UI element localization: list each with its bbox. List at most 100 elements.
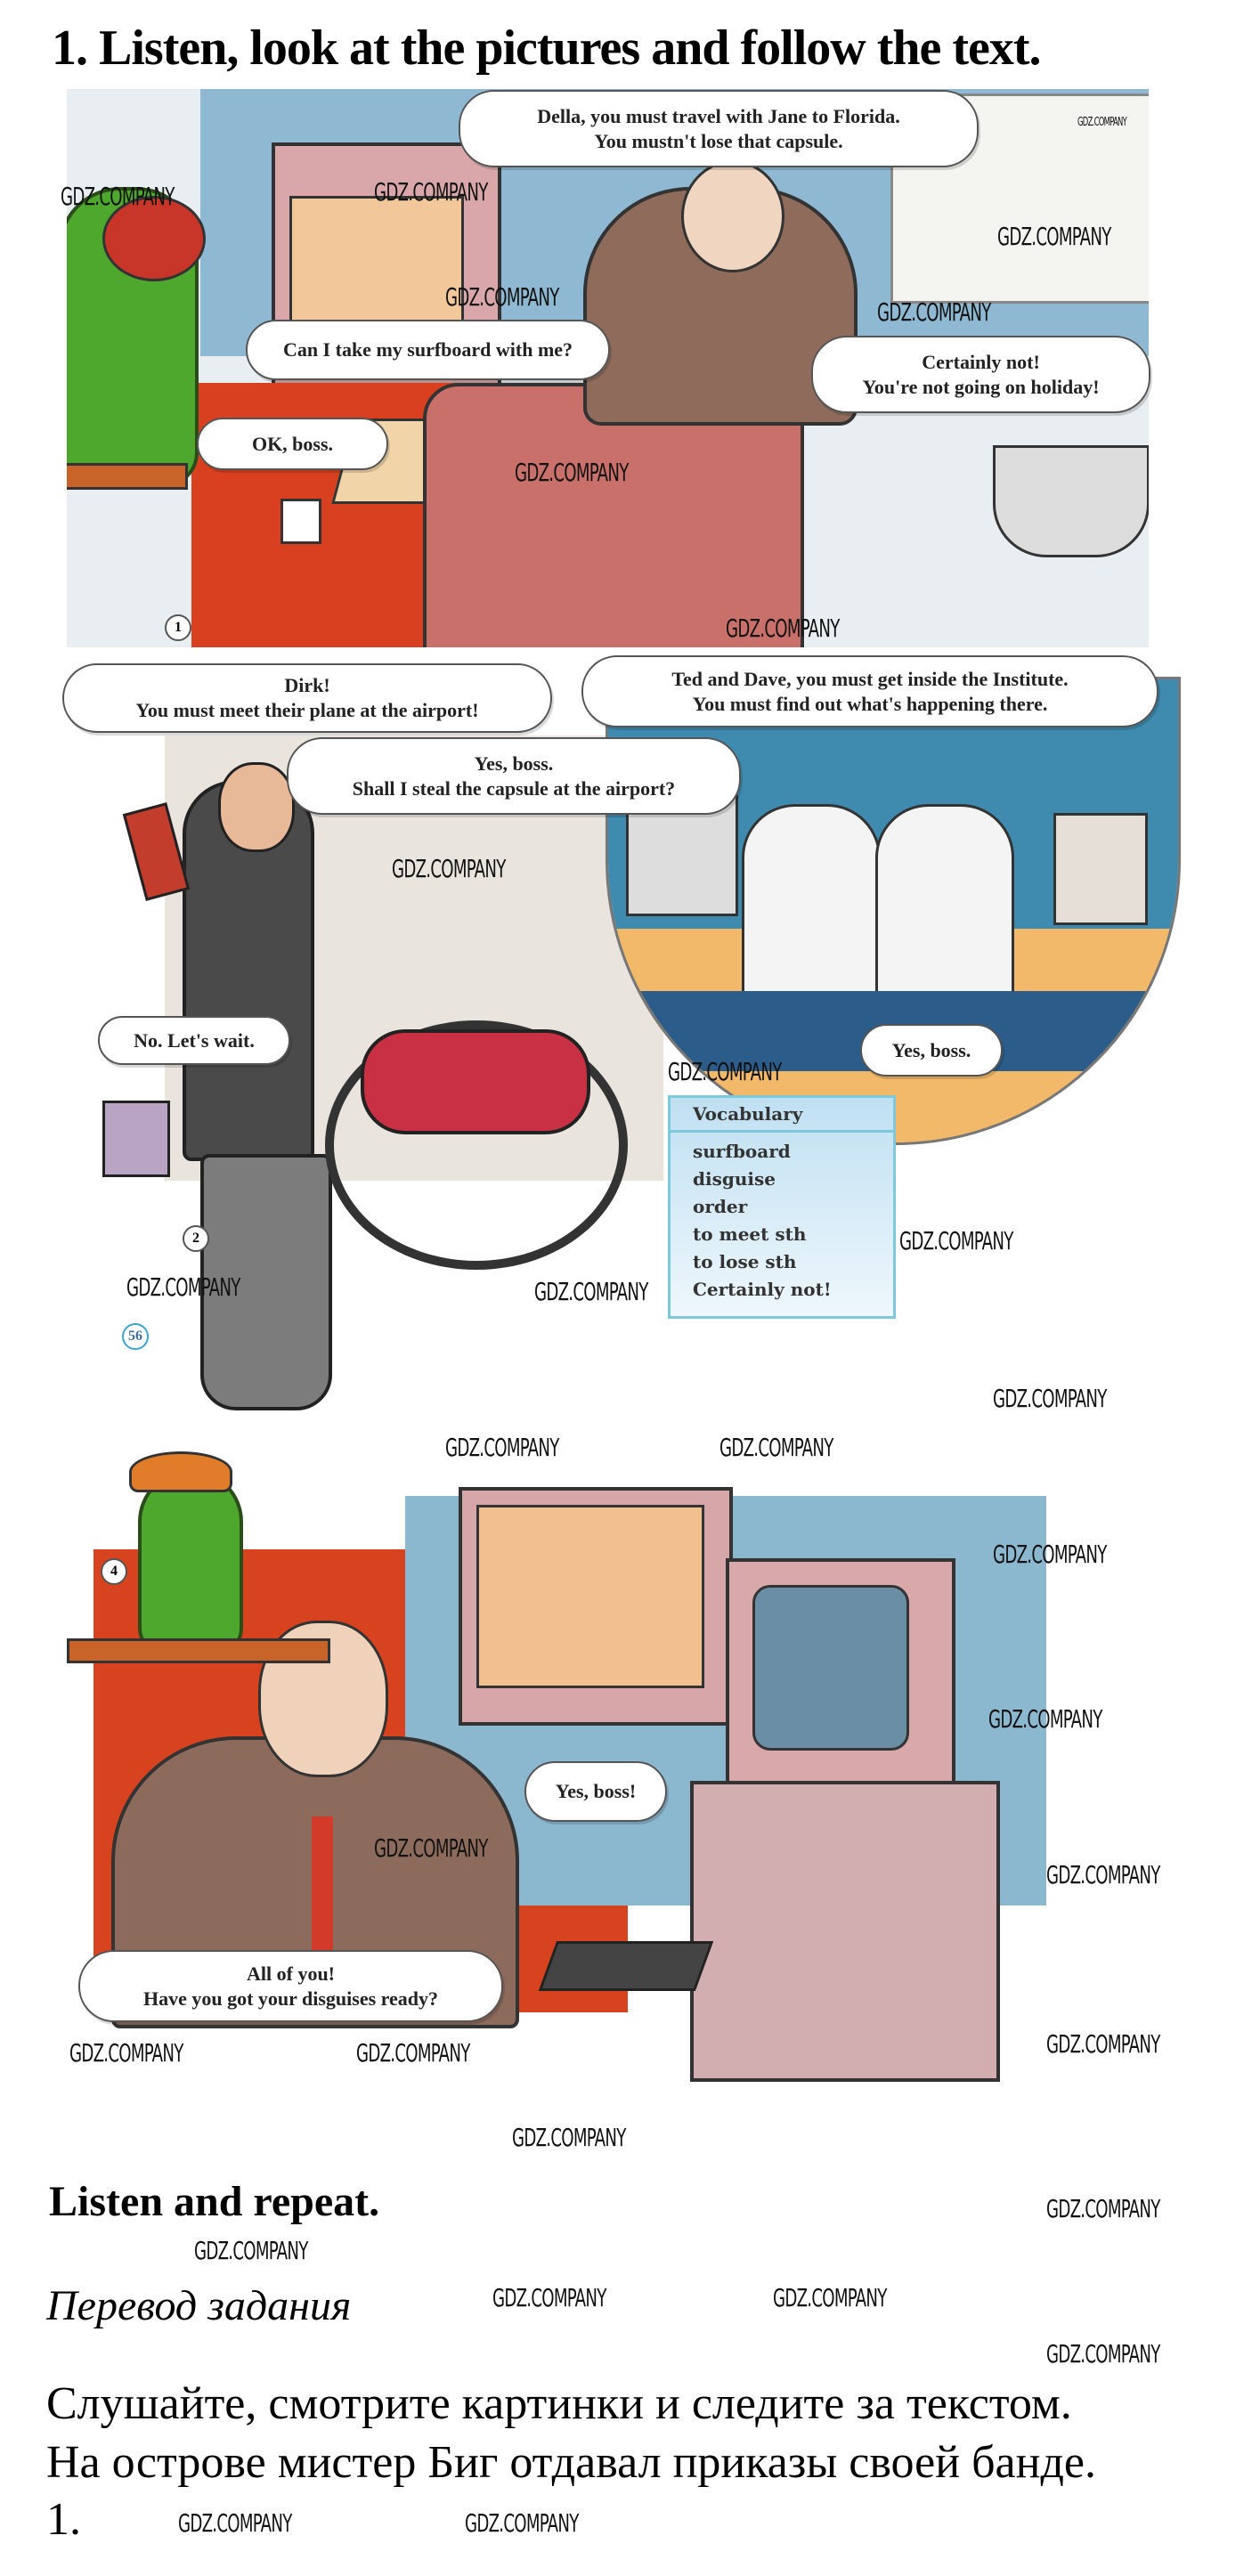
listen-repeat-heading: Listen and repeat. xyxy=(49,2178,380,2225)
watermark: GDZ.COMPANY xyxy=(719,1433,833,1462)
translation-line: 1. xyxy=(46,2494,81,2545)
bubble-line: All of you! xyxy=(247,1962,335,1985)
vocabulary-item: surfboard xyxy=(693,1141,791,1162)
bubble-line: Yes, boss! xyxy=(555,1780,637,1802)
watermark: GDZ.COMPANY xyxy=(515,458,629,487)
watermark: GDZ.COMPANY xyxy=(1077,116,1127,129)
bubble-line: Yes, boss. xyxy=(891,1038,971,1061)
vocabulary-item: order xyxy=(693,1196,748,1217)
watermark: GDZ.COMPANY xyxy=(61,182,175,211)
speech-bubble-yes-boss-4: Yes, boss! xyxy=(524,1761,667,1822)
watermark: GDZ.COMPANY xyxy=(374,177,488,207)
mr-big-on-screen xyxy=(1053,813,1148,925)
exercise-title: 1. Listen, look at the pictures and foll… xyxy=(52,20,1041,76)
watermark: GDZ.COMPANY xyxy=(877,297,991,327)
perch xyxy=(67,1638,330,1663)
watermark: GDZ.COMPANY xyxy=(194,2236,308,2265)
vocabulary-item: to lose sth xyxy=(693,1251,797,1272)
vocabulary-box: Vocabulary surfboard disguise order to m… xyxy=(668,1095,896,1319)
page-number: 56 xyxy=(122,1323,149,1350)
vocabulary-item: Certainly not! xyxy=(693,1279,832,1300)
ted xyxy=(742,804,881,1014)
watermark: GDZ.COMPANY xyxy=(1046,2339,1160,2369)
speech-bubble-disguises: All of you! Have you got your disguises … xyxy=(78,1950,503,2022)
watermark: GDZ.COMPANY xyxy=(726,614,840,643)
speech-bubble-ok-boss: OK, boss. xyxy=(197,418,388,470)
speech-bubble-ted-dave: Ted and Dave, you must get inside the In… xyxy=(581,655,1158,727)
mr-big-head xyxy=(681,160,784,272)
keyboard xyxy=(538,1941,714,1991)
panel-number: 1 xyxy=(165,614,191,641)
watermark: GDZ.COMPANY xyxy=(997,222,1111,251)
comic-panel-1: 1 xyxy=(67,89,1149,647)
watermark: GDZ.COMPANY xyxy=(126,1272,240,1302)
translation-line: Слушайте, смотрите картинки и следите за… xyxy=(46,2378,1072,2429)
speech-bubble-certainly-not: Certainly not! You're not going on holid… xyxy=(811,336,1150,413)
speech-bubble-yes-boss: Yes, boss. xyxy=(860,1024,1003,1077)
motorcycle-tank xyxy=(361,1029,590,1134)
bubble-line: Shall I steal the capsule at the airport… xyxy=(352,776,676,800)
watermark: GDZ.COMPANY xyxy=(988,1704,1102,1734)
dirk-head xyxy=(218,762,295,852)
bubble-line: You mustn't lose that capsule. xyxy=(594,129,843,152)
watermark: GDZ.COMPANY xyxy=(899,1226,1013,1255)
parrot xyxy=(138,1469,243,1654)
watermark: GDZ.COMPANY xyxy=(178,2508,292,2538)
bubble-line: Can I take my surfboard with me? xyxy=(282,338,573,361)
bubble-line: No. Let's wait. xyxy=(134,1028,255,1052)
translation-heading: Перевод задания xyxy=(46,2282,352,2329)
watermark: GDZ.COMPANY xyxy=(492,2283,606,2312)
vocabulary-item: disguise xyxy=(693,1168,776,1190)
dirk-boots xyxy=(200,1154,332,1410)
dave xyxy=(875,804,1014,1014)
watermark: GDZ.COMPANY xyxy=(445,282,559,312)
speech-bubble-lets-wait: No. Let's wait. xyxy=(98,1016,290,1065)
red-tie xyxy=(312,1816,333,1959)
bucket xyxy=(102,1101,170,1177)
speech-bubble-dirk: Dirk! You must meet their plane at the a… xyxy=(62,663,552,733)
vocabulary-heading: Vocabulary xyxy=(671,1098,893,1133)
watermark: GDZ.COMPANY xyxy=(773,2283,887,2312)
speech-bubble-della: Della, you must travel with Jane to Flor… xyxy=(459,90,979,167)
ship-model xyxy=(993,445,1149,557)
watermark: GDZ.COMPANY xyxy=(356,2038,470,2068)
watermark: GDZ.COMPANY xyxy=(392,854,506,883)
bubble-line: Dirk! xyxy=(284,674,330,696)
speech-bubble-surfboard: Can I take my surfboard with me? xyxy=(246,320,610,380)
watermark: GDZ.COMPANY xyxy=(465,2508,579,2538)
watermark: GDZ.COMPANY xyxy=(1046,2194,1160,2223)
bubble-line: You must meet their plane at the airport… xyxy=(135,699,479,721)
watermark: GDZ.COMPANY xyxy=(534,1277,648,1306)
bubble-line: Della, you must travel with Jane to Flor… xyxy=(537,104,900,127)
front-computer xyxy=(690,1781,1000,2082)
bubble-line: Have you got your disguises ready? xyxy=(142,1987,439,2010)
motorcycle xyxy=(325,1020,628,1270)
bubble-line: You're not going on holiday! xyxy=(862,375,1100,398)
tv-screen-della-jane xyxy=(476,1505,704,1688)
monitor-screen-dirk xyxy=(752,1585,909,1751)
watermark: GDZ.COMPANY xyxy=(668,1057,782,1086)
watermark: GDZ.COMPANY xyxy=(374,1833,488,1863)
panel-number: 3 xyxy=(1129,1067,1156,1093)
watermark: GDZ.COMPANY xyxy=(993,1540,1107,1569)
parrot-hat xyxy=(129,1451,232,1492)
mug xyxy=(280,499,321,544)
bubble-line: Ted and Dave, you must get inside the In… xyxy=(671,667,1069,690)
panel-number: 4 xyxy=(101,1558,127,1585)
bubble-line: You must find out what's happening there… xyxy=(692,692,1048,715)
bubble-line: OK, boss. xyxy=(251,432,334,455)
computer-monitor xyxy=(626,795,738,916)
watermark: GDZ.COMPANY xyxy=(1046,1860,1160,1889)
vocabulary-item: to meet sth xyxy=(693,1223,807,1245)
perch xyxy=(67,463,188,490)
bubble-line: Certainly not! xyxy=(922,350,1040,373)
watermark: GDZ.COMPANY xyxy=(993,1384,1107,1413)
parrot-head xyxy=(102,196,206,281)
watermark: GDZ.COMPANY xyxy=(69,2038,183,2068)
translation-line: На острове мистер Биг отдавал приказы св… xyxy=(46,2437,1096,2488)
watermark: GDZ.COMPANY xyxy=(512,2123,626,2152)
bubble-line: Yes, boss. xyxy=(474,752,554,775)
watermark: GDZ.COMPANY xyxy=(1046,2029,1160,2059)
comic-panel-4: 4 xyxy=(67,1442,1046,2146)
speech-bubble-steal-capsule: Yes, boss. Shall I steal the capsule at … xyxy=(287,737,741,815)
